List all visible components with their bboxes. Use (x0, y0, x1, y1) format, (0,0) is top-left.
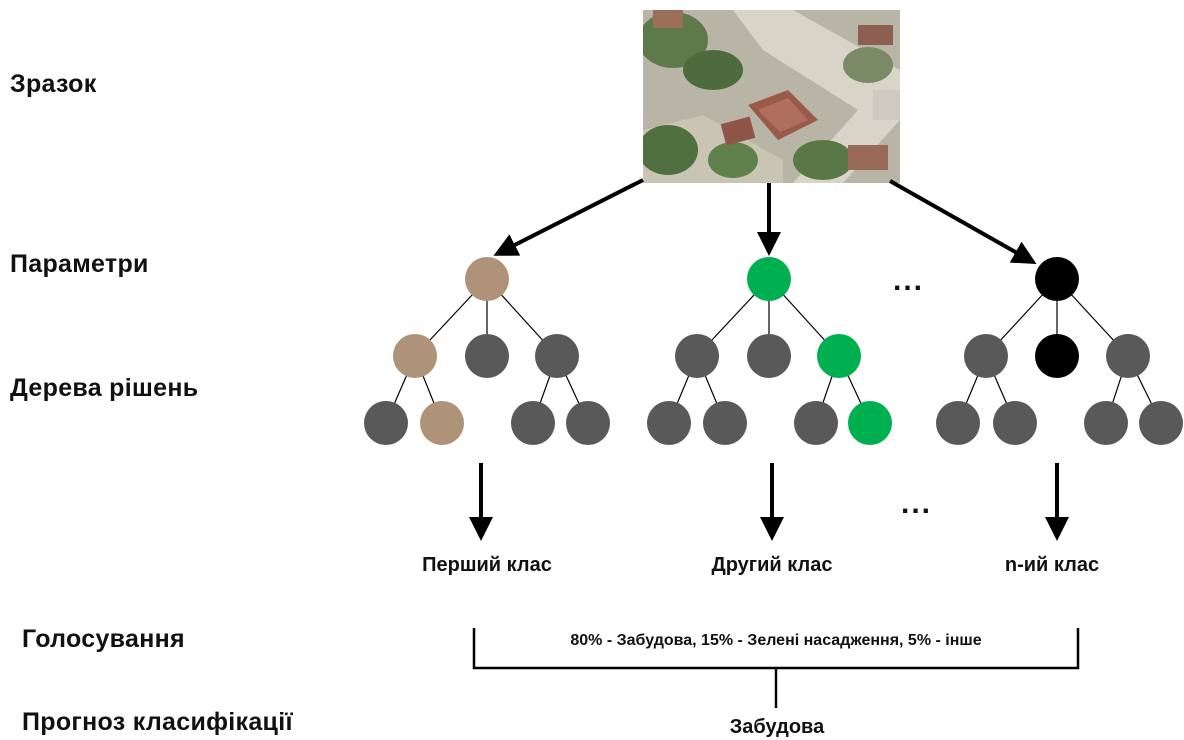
tree-node (465, 257, 509, 301)
label-prediction: Прогноз класифікації (22, 708, 293, 736)
tree-node (420, 401, 464, 445)
label-sample: Зразок (10, 70, 97, 98)
tree-node (794, 401, 838, 445)
tree-node (1139, 401, 1183, 445)
tree-node (465, 334, 509, 378)
sample-satellite-image (643, 10, 900, 183)
label-decision-trees: Дерева рішень (10, 374, 199, 402)
arrow-to-tree-1 (493, 178, 644, 256)
tree-node (675, 334, 719, 378)
tree-n-nodes (936, 257, 1183, 445)
voting-result-text: 80% - Забудова, 15% - Зелені насадження,… (570, 632, 982, 649)
tree-node (1035, 257, 1079, 301)
tree-node (1084, 401, 1128, 445)
tree-node (393, 334, 437, 378)
tree-2-nodes (647, 257, 892, 445)
tree-1-nodes (364, 257, 610, 445)
ellipsis-classes: ... (901, 487, 933, 520)
tree-node (747, 334, 791, 378)
label-voting: Голосування (22, 625, 185, 653)
class-label-second: Другий клас (711, 554, 833, 576)
tree-node (566, 401, 610, 445)
tree-node (1035, 334, 1079, 378)
arrow-to-tree-3 (889, 179, 1037, 264)
class-label-first: Перший клас (422, 554, 552, 576)
label-parameters: Параметри (10, 250, 149, 278)
tree-node (364, 401, 408, 445)
tree-node (703, 401, 747, 445)
tree-node (535, 334, 579, 378)
tree-node (511, 401, 555, 445)
tree-node (993, 401, 1037, 445)
tree-node (964, 334, 1008, 378)
class-label-nth: n-ий клас (1004, 554, 1100, 576)
tree-node (848, 401, 892, 445)
tree-node (747, 257, 791, 301)
tree-node (817, 334, 861, 378)
tree-node (1106, 334, 1150, 378)
tree-node (647, 401, 691, 445)
prediction-result-text: Забудова (729, 716, 825, 738)
tree-node (936, 401, 980, 445)
ellipsis-trees: ... (893, 264, 925, 297)
